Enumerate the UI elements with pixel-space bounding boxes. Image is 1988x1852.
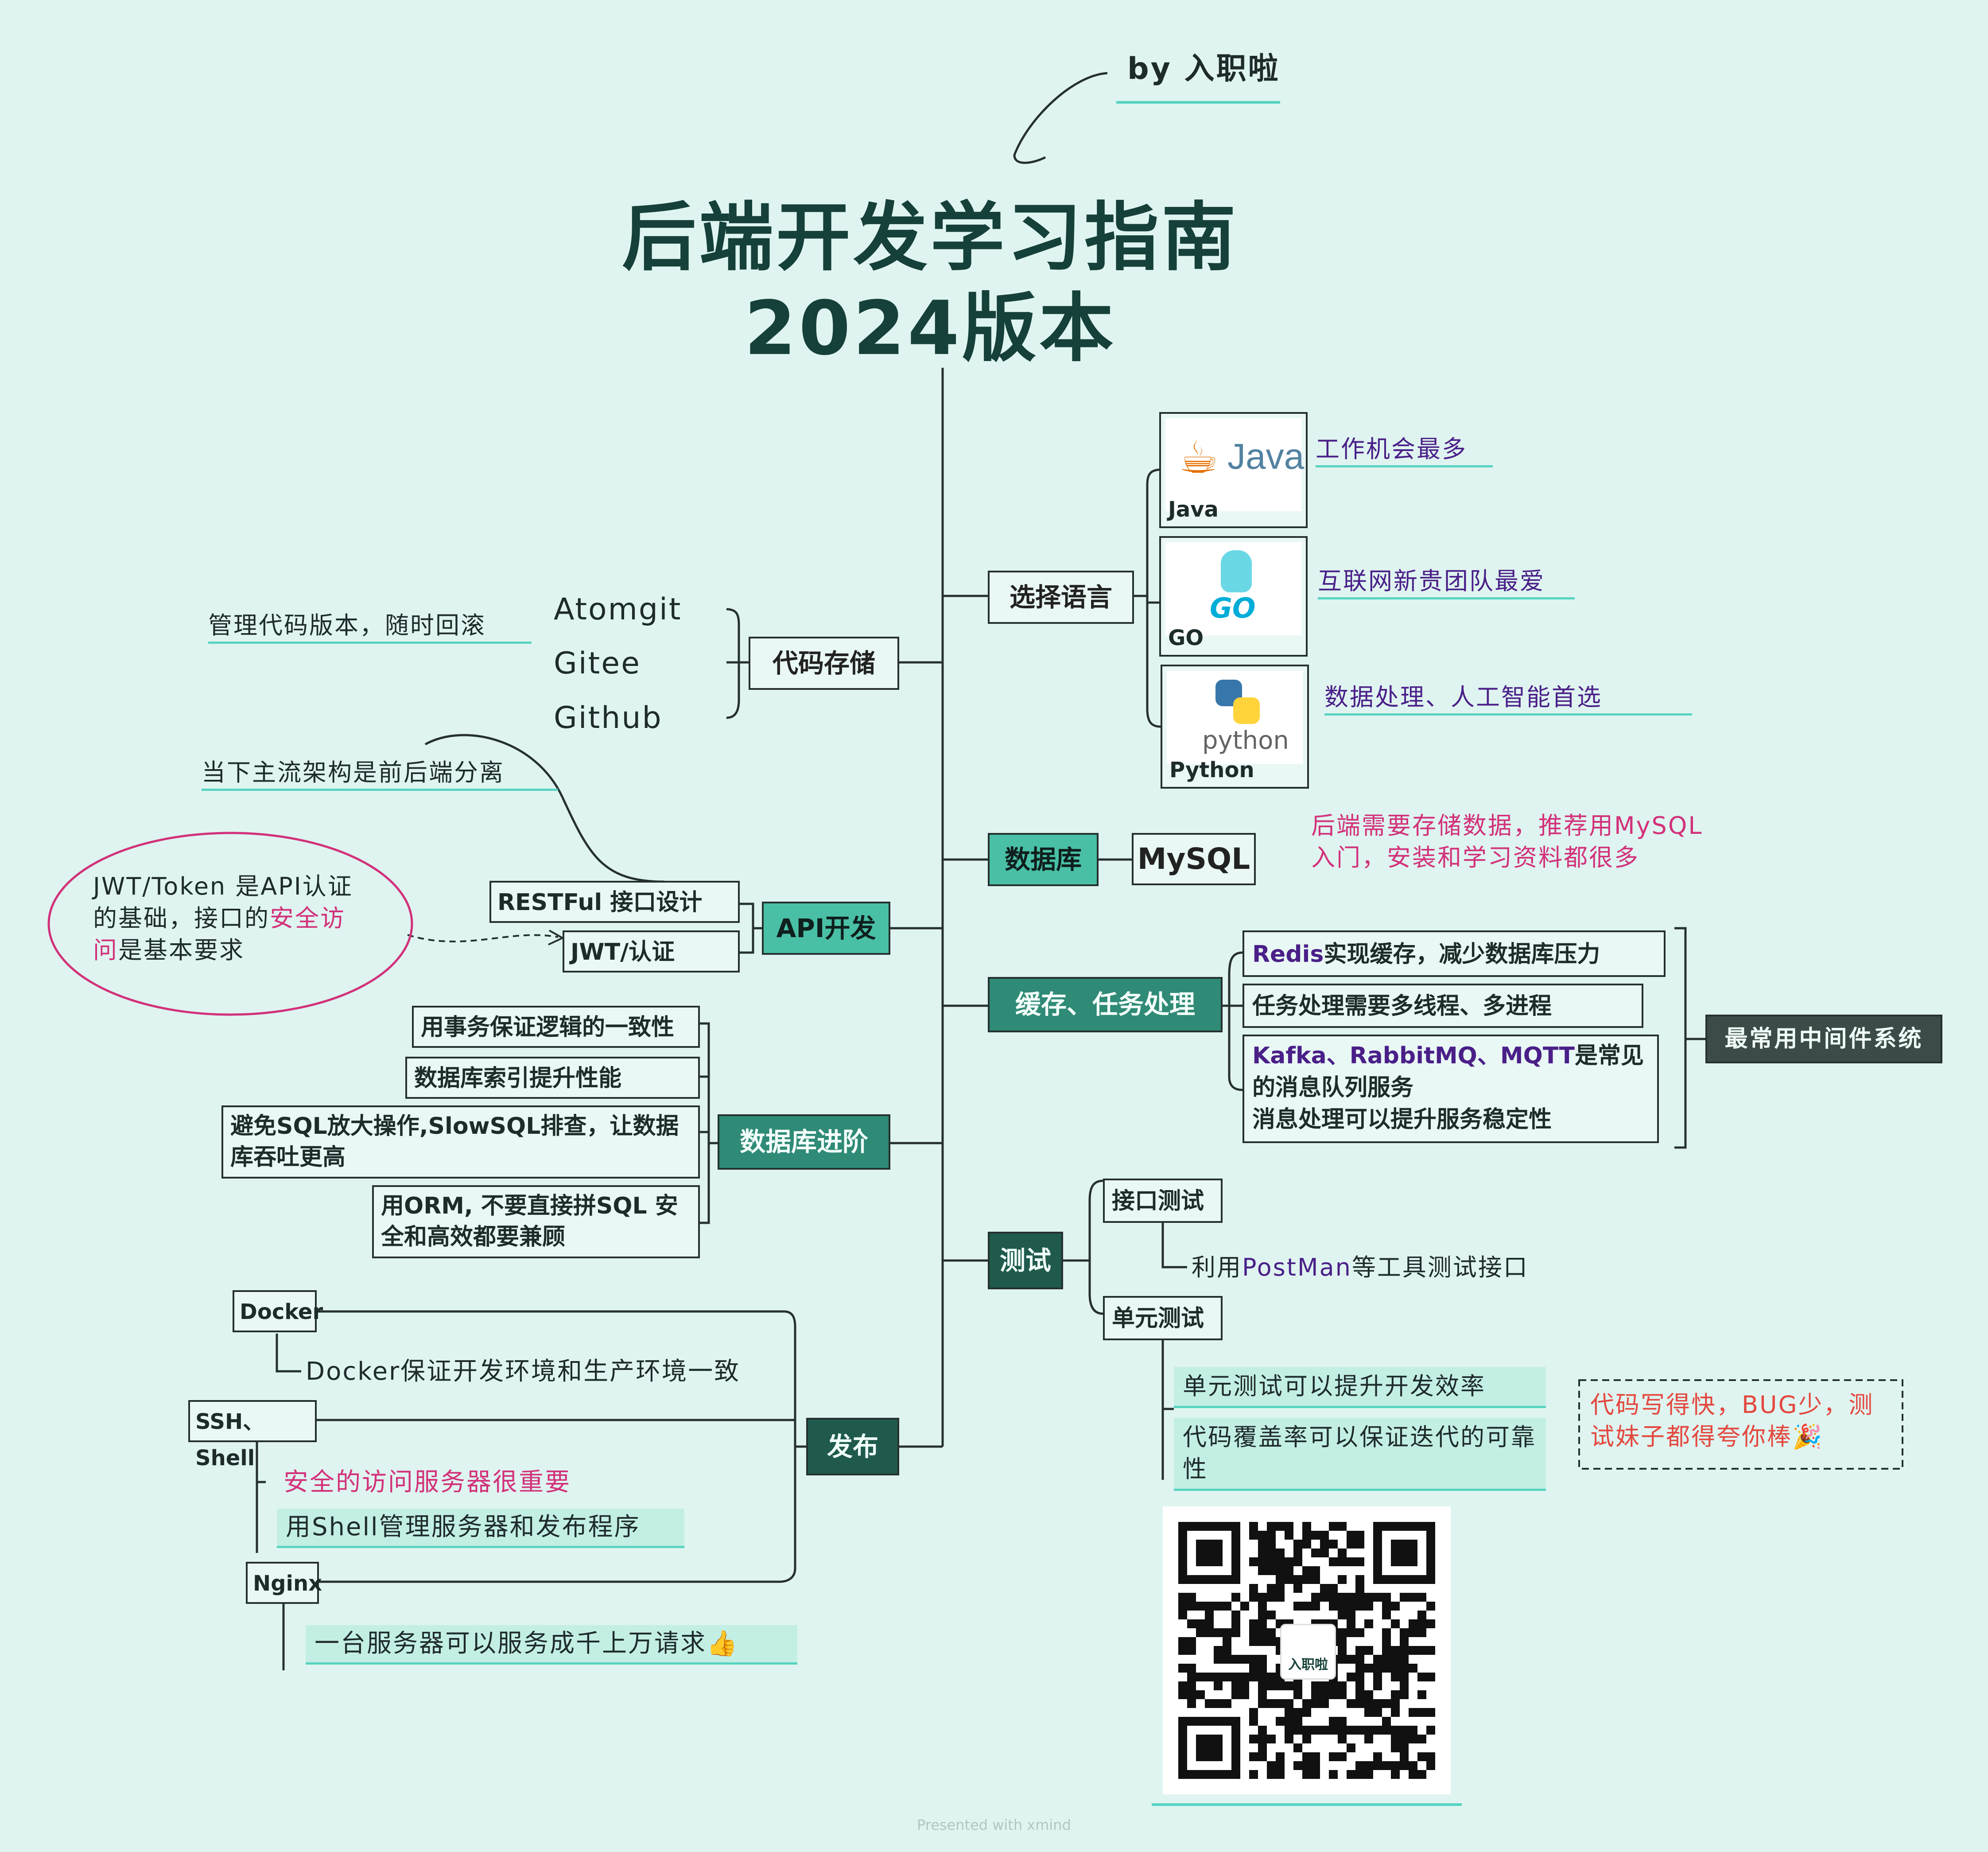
jwt-bubble-text: JWT/Token 是API认证的基础，接口的安全访问是基本要求 [93,872,353,964]
db-adv-orm[interactable]: 用ORM, 不要直接拼SQL 安全和高效都要兼顾 [372,1185,700,1258]
deploy-docker-note: Docker保证开发环境和生产环境一致 [306,1357,741,1386]
cache-threads[interactable]: 任务处理需要多线程、多进程 [1242,984,1643,1028]
topic-deploy[interactable]: 发布 [806,1418,899,1475]
test-unit[interactable]: 单元测试 [1103,1296,1223,1340]
topic-api-dev[interactable]: API开发 [762,902,890,955]
db-adv-transaction[interactable]: 用事务保证逻辑的一致性 [412,1006,700,1048]
deploy-ssh[interactable]: SSH、Shell [188,1400,317,1471]
repo-atomgit[interactable]: Atomgit [554,592,682,627]
lang-card-python[interactable]: python Python [1161,665,1309,789]
note-code-storage: 管理代码版本，随时回滚 [208,610,532,644]
test-unit-note1: 单元测试可以提升开发效率 [1174,1367,1546,1408]
middleware-summary[interactable]: 最常用中间件系统 [1705,1015,1942,1063]
lang-card-go[interactable]: GO GO [1159,536,1308,657]
db-adv-index[interactable]: 数据库索引提升性能 [405,1057,700,1099]
page-title: 后端开发学习指南 [622,194,1239,281]
topic-database[interactable]: 数据库 [988,833,1099,886]
deploy-nginx[interactable]: Nginx [246,1562,322,1604]
coffee-icon: ☕ [1179,432,1219,483]
db-adv-slowsql[interactable]: 避免SQL放大操作,SlowSQL排查，让数据库吞吐更高 [221,1105,700,1179]
page-subtitle: 2024版本 [744,285,1116,372]
python-logo: python [1167,671,1303,764]
lang-caption-java: Java [1168,497,1219,522]
note-java: 工作机会最多 [1316,433,1493,467]
qr-code: 入职啦 [1163,1506,1451,1794]
api-jwt[interactable]: JWT/认证 [563,930,740,973]
cache-mq[interactable]: Kafka、RabbitMQ、MQTT是常见的消息队列服务 消息处理可以提升服务… [1242,1035,1659,1143]
test-api-note: 利用PostMan等工具测试接口 [1192,1253,1529,1281]
gopher-icon [1221,550,1252,592]
deploy-docker[interactable]: Docker [233,1290,323,1332]
api-restful[interactable]: RESTFul 接口设计 [489,881,740,923]
lang-card-java[interactable]: ☕ Java Java [1159,412,1308,528]
deploy-ssh-note2: 用Shell管理服务器和发布程序 [277,1509,684,1548]
deploy-nginx-note: 一台服务器可以服务成千上万请求👍 [306,1625,797,1665]
go-logo-text: GO [1210,592,1256,624]
lang-caption-go: GO [1168,626,1204,650]
java-logo-text: Java [1227,436,1305,477]
topic-choose-language[interactable]: 选择语言 [988,571,1134,624]
repo-gitee[interactable]: Gitee [554,646,641,681]
note-api: 当下主流架构是前后端分离 [202,757,558,791]
topic-code-storage[interactable]: 代码存储 [749,637,899,690]
topic-db-advanced[interactable]: 数据库进阶 [718,1114,890,1170]
repo-github[interactable]: Github [554,700,663,735]
byline: by 入职啦 [1127,51,1280,86]
cache-redis[interactable]: Redis实现缓存，减少数据库压力 [1242,930,1666,977]
test-unit-note2: 代码覆盖率可以保证迭代的可靠性 [1174,1418,1546,1491]
note-database-line2: 入门，安装和学习资料都很多 [1311,844,1639,872]
go-logo: GO [1165,542,1301,635]
topic-cache-tasks[interactable]: 缓存、任务处理 [988,977,1223,1032]
test-api[interactable]: 接口测试 [1103,1179,1223,1223]
test-callout: 代码写得快，BUG少，测试妹子都得夸你棒🎉 [1590,1391,1874,1451]
topic-testing[interactable]: 测试 [988,1232,1063,1289]
note-database-line1: 后端需要存储数据，推荐用MySQL [1311,812,1703,840]
java-logo: ☕ Java [1165,418,1305,511]
note-go: 互联网新贵团队最爱 [1318,565,1575,599]
qr-center-logo: 入职啦 [1280,1624,1336,1680]
note-python: 数据处理、人工智能首选 [1324,681,1692,716]
deploy-ssh-note1: 安全的访问服务器很重要 [283,1468,571,1497]
qr-underline [1152,1803,1462,1806]
byline-underline [1116,101,1280,104]
footer-credit: Presented with xmind [917,1817,1071,1833]
db-mysql[interactable]: MySQL [1132,833,1256,885]
lang-caption-python: Python [1169,758,1254,782]
python-logo-text: python [1202,726,1289,755]
